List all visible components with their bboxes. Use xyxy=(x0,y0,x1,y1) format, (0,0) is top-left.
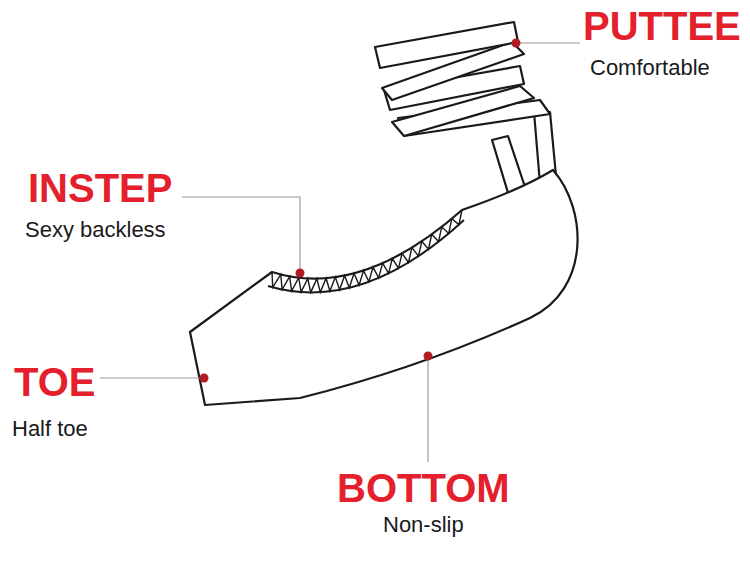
part-note: Non-slip xyxy=(383,513,464,537)
leader-line xyxy=(100,377,204,378)
leader-line xyxy=(427,356,428,462)
leader-line xyxy=(182,197,300,270)
callout-dots xyxy=(200,39,521,383)
callout-dot xyxy=(296,269,305,278)
leader-line xyxy=(516,42,580,43)
part-name: INSTEP xyxy=(28,166,172,210)
part-name: TOE xyxy=(14,360,96,404)
part-note: Sexy backless xyxy=(25,218,166,242)
callout-dot xyxy=(424,352,433,361)
callout-dot xyxy=(512,39,521,48)
part-name: PUTTEE xyxy=(583,4,741,48)
leader-lines xyxy=(100,43,580,462)
callout-dot xyxy=(200,374,209,383)
shoe-outline xyxy=(190,170,578,405)
part-note: Comfortable xyxy=(590,56,710,80)
puttee-ribbons xyxy=(375,22,556,206)
ribbon-strip xyxy=(375,22,518,68)
part-note: Half toe xyxy=(12,417,88,441)
part-name: BOTTOM xyxy=(337,466,510,510)
